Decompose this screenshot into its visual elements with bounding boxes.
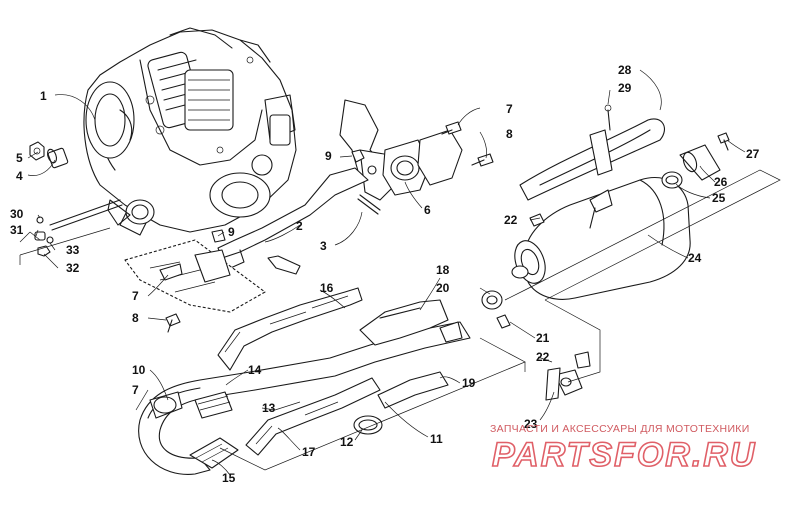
callout-30: 30 <box>10 207 24 221</box>
watermark-brand: PARTSFOR.RU <box>492 436 756 474</box>
callout-20: 20 <box>436 281 450 295</box>
watermark-logo: ЗАПЧАСТИ И АКСЕССУАРЫ ДЛЯ МОТОТЕХНИКИ PA… <box>490 423 756 475</box>
pipe-heat-shields <box>217 287 449 456</box>
callout-3: 3 <box>320 239 327 253</box>
callout-22-lower: 22 <box>536 350 550 364</box>
watermark-subtitle: ЗАПЧАСТИ И АКСЕССУАРЫ ДЛЯ МОТОТЕХНИКИ <box>490 423 750 435</box>
callout-7-lower: 7 <box>132 383 139 397</box>
clamps-and-gaskets <box>353 290 511 435</box>
callout-33: 33 <box>66 243 80 257</box>
callout-15: 15 <box>222 471 236 485</box>
muffler-mount-bracket <box>545 351 591 401</box>
leader-lines <box>27 69 746 476</box>
callout-7-upper: 7 <box>506 102 513 116</box>
bolts-7-8-9 <box>211 121 494 275</box>
callout-10: 10 <box>132 363 146 377</box>
nut-small <box>29 141 45 161</box>
callout-9-lower: 9 <box>228 225 235 239</box>
callout-12: 12 <box>340 435 354 449</box>
callout-7-middle: 7 <box>132 289 139 303</box>
callout-1: 1 <box>40 89 47 103</box>
engine-assembly <box>83 27 297 236</box>
callout-21: 21 <box>536 331 550 345</box>
callout-31: 31 <box>10 223 24 237</box>
callout-13: 13 <box>262 401 276 415</box>
callout-25: 25 <box>712 191 726 205</box>
callout-11: 11 <box>430 432 443 446</box>
callout-29: 29 <box>618 81 632 95</box>
callout-22-upper: 22 <box>504 213 518 227</box>
group-frame-lines <box>19 169 781 471</box>
callout-14: 14 <box>248 363 262 377</box>
head-pipe-assembly <box>138 321 471 475</box>
callout-labels: 1 2 3 4 5 6 7 7 7 8 8 9 9 10 11 12 13 14… <box>10 63 760 485</box>
callout-5: 5 <box>16 151 23 165</box>
muffler-heat-shield <box>519 104 665 201</box>
exhaust-flange-gasket <box>382 129 463 196</box>
callout-23: 23 <box>524 417 538 431</box>
callout-16: 16 <box>320 281 334 295</box>
callout-2: 2 <box>296 219 303 233</box>
callout-28: 28 <box>618 63 632 77</box>
callout-4: 4 <box>16 169 23 183</box>
callout-24: 24 <box>688 251 702 265</box>
tailpipe-hardware <box>529 132 730 227</box>
callout-32: 32 <box>66 261 80 275</box>
callout-6: 6 <box>424 203 431 217</box>
callout-9-upper: 9 <box>325 149 332 163</box>
callout-27: 27 <box>746 147 760 161</box>
callout-8-upper: 8 <box>506 127 513 141</box>
spacer-bushing <box>46 147 69 169</box>
heat-shield-lower <box>124 239 266 333</box>
callout-17: 17 <box>302 445 316 459</box>
callout-19: 19 <box>462 376 476 390</box>
callout-26: 26 <box>714 175 728 189</box>
callout-8-lower: 8 <box>132 311 139 325</box>
callout-18: 18 <box>436 263 450 277</box>
